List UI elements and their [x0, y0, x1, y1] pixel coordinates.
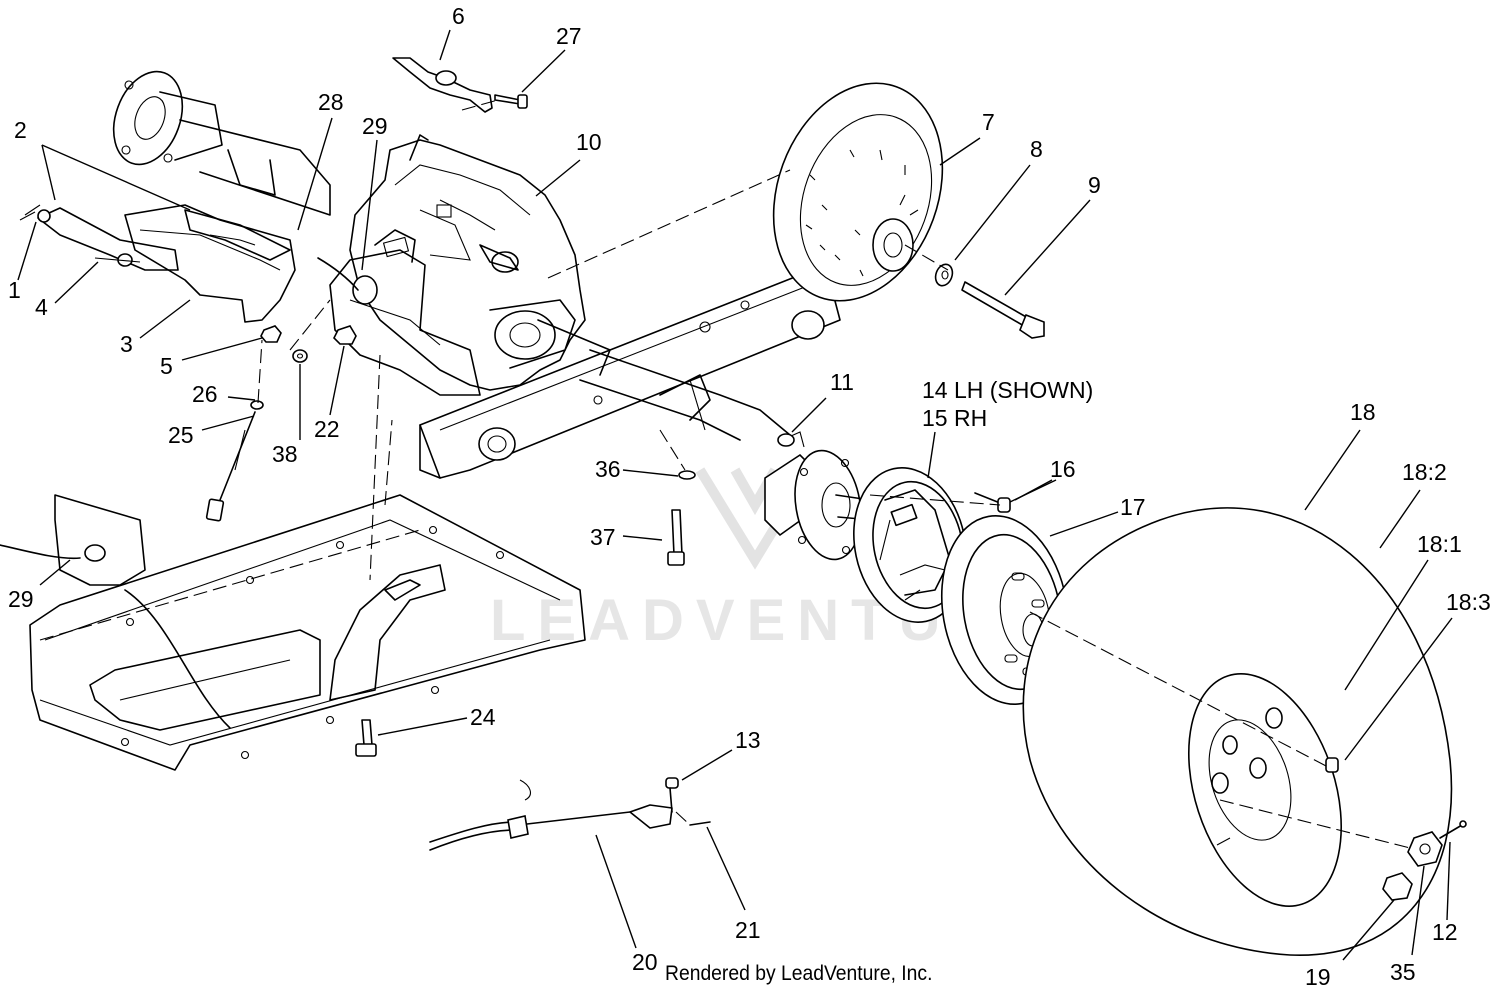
brake-bracket: [329, 229, 481, 396]
callout-5: 5: [160, 353, 173, 379]
callout-25: 25: [168, 422, 194, 448]
brake-assembly: [853, 467, 967, 623]
lug-nut-19: [1382, 872, 1413, 901]
callout-18-1: 18:1: [1417, 531, 1462, 557]
idler-bracket: [392, 57, 493, 113]
callout-8: 8: [1030, 136, 1043, 162]
washer-36: [678, 470, 696, 480]
callout-37: 37: [590, 524, 616, 550]
callout-18: 18: [1350, 399, 1376, 425]
axle-crossmember: [419, 274, 841, 479]
wheel-stud: [1325, 757, 1339, 773]
spacer-11: [777, 433, 795, 447]
callout-4: 4: [35, 294, 48, 320]
tire: [1022, 507, 1453, 956]
spring-rod-25: [205, 400, 264, 522]
callout-21: 21: [735, 917, 761, 943]
nut-5: [260, 325, 282, 343]
callout-20: 20: [632, 949, 658, 975]
callout-29-bottom: 29: [8, 586, 34, 612]
hub-assembly: [764, 431, 873, 561]
brake-cable: [429, 779, 673, 851]
callout-7: 7: [982, 109, 995, 135]
callout-11: 11: [830, 369, 854, 395]
lower-frame: [29, 494, 586, 771]
cotter-pin-12: [1439, 820, 1467, 839]
callout-16: 16: [1050, 456, 1076, 482]
callout-15: 15 RH: [922, 405, 987, 431]
callout-labels: 2 1 4 3 5 6 27 28 29 10 7 8 9 11 14 LH (…: [8, 3, 1491, 990]
callout-3: 3: [120, 331, 133, 357]
clutch-bolt: [961, 281, 1045, 339]
wire-harness: [0, 257, 359, 729]
callout-28: 28: [318, 89, 344, 115]
callout-10: 10: [576, 129, 602, 155]
leader-lines: [17, 29, 1453, 961]
render-credit: Rendered by LeadVenture, Inc.: [665, 962, 933, 985]
callout-14: 14 LH (SHOWN): [922, 377, 1093, 403]
callout-27: 27: [556, 23, 582, 49]
callout-26: 26: [192, 381, 218, 407]
bolt-37: [667, 509, 685, 566]
callout-24: 24: [470, 704, 496, 730]
callout-35: 35: [1390, 959, 1416, 985]
drive-clutch: [772, 82, 944, 302]
callout-18-3: 18:3: [1446, 589, 1491, 615]
callout-6: 6: [452, 3, 465, 29]
callout-17: 17: [1120, 494, 1146, 520]
bolt-27: [494, 94, 528, 109]
assembly-lines: [39, 99, 1411, 849]
brake-linkage: [19, 204, 296, 323]
washer: [934, 263, 954, 287]
callout-12: 12: [1432, 919, 1458, 945]
callout-19: 19: [1305, 964, 1331, 990]
bolt-16: [974, 492, 1011, 513]
callout-38: 38: [272, 441, 298, 467]
callout-9: 9: [1088, 172, 1101, 198]
transaxle-housing: [349, 134, 611, 391]
washer-38: [292, 349, 308, 363]
callout-36: 36: [595, 456, 621, 482]
cotter-pin-21: [689, 821, 711, 826]
callout-1: 1: [8, 277, 21, 303]
frame-bolt-24: [355, 719, 377, 757]
axle-tube-left: [112, 70, 331, 216]
callout-29-top: 29: [362, 113, 388, 139]
callout-13: 13: [735, 727, 761, 753]
castle-nut-35: [1407, 831, 1443, 867]
bolt-22: [333, 325, 357, 345]
axle-shaft-right: [579, 349, 791, 441]
callout-22: 22: [314, 416, 340, 442]
callout-2: 2: [14, 117, 27, 143]
callout-18-2: 18:2: [1402, 459, 1447, 485]
clevis-pin-13: [665, 777, 679, 813]
